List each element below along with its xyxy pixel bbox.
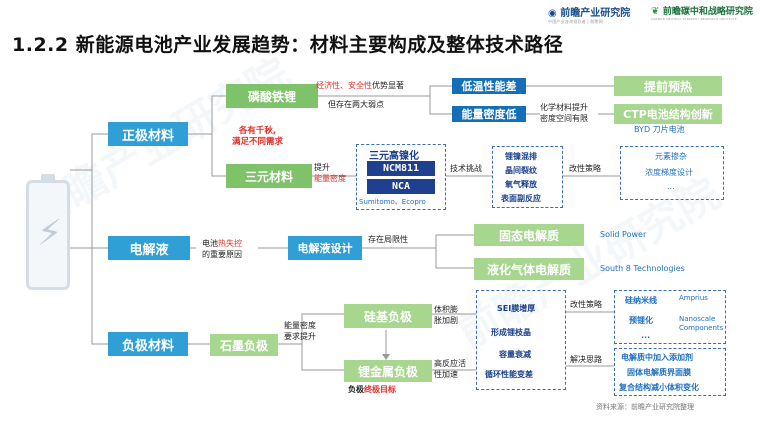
si-strategy-item: 预锂化 <box>629 316 653 325</box>
chem-limit-note: 化学材料提升密度空间有限 <box>540 103 588 123</box>
logo-right-text: 前瞻碳中和战略研究院 <box>662 7 753 17</box>
logo-left: ◉ 前瞻产业研究院 中国产业咨询领导者 | 前瞻网 <box>548 8 631 24</box>
lithium-strategy-group: 电解质中加入添加剂 固体电解质界面膜 复合结构减小体积变化 <box>614 348 726 396</box>
strategy-item: ... <box>667 182 675 191</box>
si-strategy-item: ... <box>641 331 651 340</box>
electrolyte-design-box[interactable]: 电解液设计 <box>288 236 362 260</box>
each-has-merits-note: 各有千秋,满足不同需求 <box>232 126 284 147</box>
silicon-anode-box[interactable]: 硅基负极 <box>344 304 432 328</box>
issue-item: 循环性能变差 <box>485 370 533 379</box>
liquefied-gas-electrolyte-box[interactable]: 液化气体电解质 <box>474 258 584 280</box>
volume-expansion-note: 体积膨胀加剧 <box>434 305 458 325</box>
issue-item: 形成锂枝晶 <box>491 328 531 337</box>
solid-electrolyte-box[interactable]: 固态电解质 <box>474 224 584 246</box>
lfp-advantage-note: 经济性、安全性优势显著 <box>316 81 404 90</box>
amprius-label: Amprius <box>679 294 708 302</box>
source-note: 资料来源：前瞻产业研究院整理 <box>596 403 694 411</box>
graphite-anode-box[interactable]: 石墨负极 <box>210 334 278 356</box>
category-anode[interactable]: 负极材料 <box>108 332 188 356</box>
ternary-modify-label: 改性策略 <box>569 164 601 173</box>
issue-item: SEI膜增厚 <box>497 304 536 313</box>
south8-label: South 8 Technologies <box>600 264 685 273</box>
nickel-companies: Sumitomo、Ecopro <box>359 198 426 206</box>
solution-label: 解决思路 <box>570 355 602 364</box>
solution-ctp[interactable]: CTP电池结构创新 <box>614 104 722 124</box>
ternary-box[interactable]: 三元材料 <box>226 164 312 188</box>
anode-issue-group: SEI膜增厚 形成锂枝晶 容量衰减 循环性能变差 <box>476 290 566 390</box>
logo-left-sub: 中国产业咨询领导者 | 前瞻网 <box>548 19 603 24</box>
li-strategy-item: 复合结构减小体积变化 <box>619 383 699 392</box>
challenge-group: 锂镍混排 晶间裂纹 氧气释放 表面副反应 <box>492 146 563 208</box>
limitation-label: 存在局限性 <box>368 235 408 244</box>
challenge-item: 晶间裂纹 <box>505 166 537 175</box>
solid-power-label: Solid Power <box>600 230 647 239</box>
high-nickel-title: 三元高镍化 <box>369 151 419 162</box>
li-strategy-item: 固体电解质界面膜 <box>627 368 691 377</box>
logo-left-text: 前瞻产业研究院 <box>560 8 631 19</box>
page-title: 1.2.2 新能源电池产业发展趋势：材料主要构成及整体技术路径 <box>12 34 564 56</box>
battery-icon: ⚡ <box>26 174 70 290</box>
ternary-strategy-group: 元素掺杂 浓度梯度设计 ... <box>620 146 724 200</box>
high-nickel-group: 三元高镍化 NCM811 NCA Sumitomo、Ecopro <box>356 144 446 210</box>
thermal-runaway-note: 电池热失控 的重要原因 <box>202 239 242 259</box>
byd-blade-label: BYD 刀片电池 <box>634 125 685 134</box>
li-strategy-item: 电解质中加入添加剂 <box>621 353 693 362</box>
challenge-item: 氧气释放 <box>505 180 537 189</box>
nca-box[interactable]: NCA <box>367 179 435 194</box>
tech-challenge-label: 技术挑战 <box>450 164 482 173</box>
weakness-low-density[interactable]: 能量密度低 <box>452 106 526 122</box>
strategy-item: 浓度梯度设计 <box>645 168 693 177</box>
ultimate-goal-note: 负极终极目标 <box>348 385 396 394</box>
lightning-icon: ⚡ <box>37 213 63 254</box>
high-reactivity-note: 高反应活性加速 <box>434 359 466 379</box>
lithium-metal-anode-box[interactable]: 锂金属负极 <box>344 360 432 382</box>
logo-right-sub: CARBON NEUTRAL STRATEGY RESEARCH INSTITU… <box>651 17 737 21</box>
strategy-item: 元素掺杂 <box>655 152 687 161</box>
si-strategy-item: 硅纳米线 <box>625 296 657 305</box>
issue-item: 容量衰减 <box>499 350 531 359</box>
lfp-weakness-note: 但存在两大弱点 <box>328 100 384 109</box>
solution-preheat[interactable]: 提前预热 <box>614 76 722 96</box>
lfp-box[interactable]: 磷酸铁锂 <box>226 84 318 108</box>
challenge-item: 表面副反应 <box>501 194 541 203</box>
logo-right: ❦ 前瞻碳中和战略研究院 CARBON NEUTRAL STRATEGY RES… <box>651 6 753 21</box>
anode-modify-label: 改性策略 <box>570 300 602 309</box>
density-requirement-note: 能量密度要求提升 <box>284 321 316 341</box>
category-electrolyte[interactable]: 电解液 <box>108 236 190 260</box>
ncm811-box[interactable]: NCM811 <box>367 161 435 176</box>
challenge-item: 锂镍混排 <box>505 152 537 161</box>
ternary-note: 提升能量密度 <box>314 163 346 183</box>
category-cathode[interactable]: 正极材料 <box>108 122 188 146</box>
weakness-low-temp[interactable]: 低温性能差 <box>452 78 526 94</box>
